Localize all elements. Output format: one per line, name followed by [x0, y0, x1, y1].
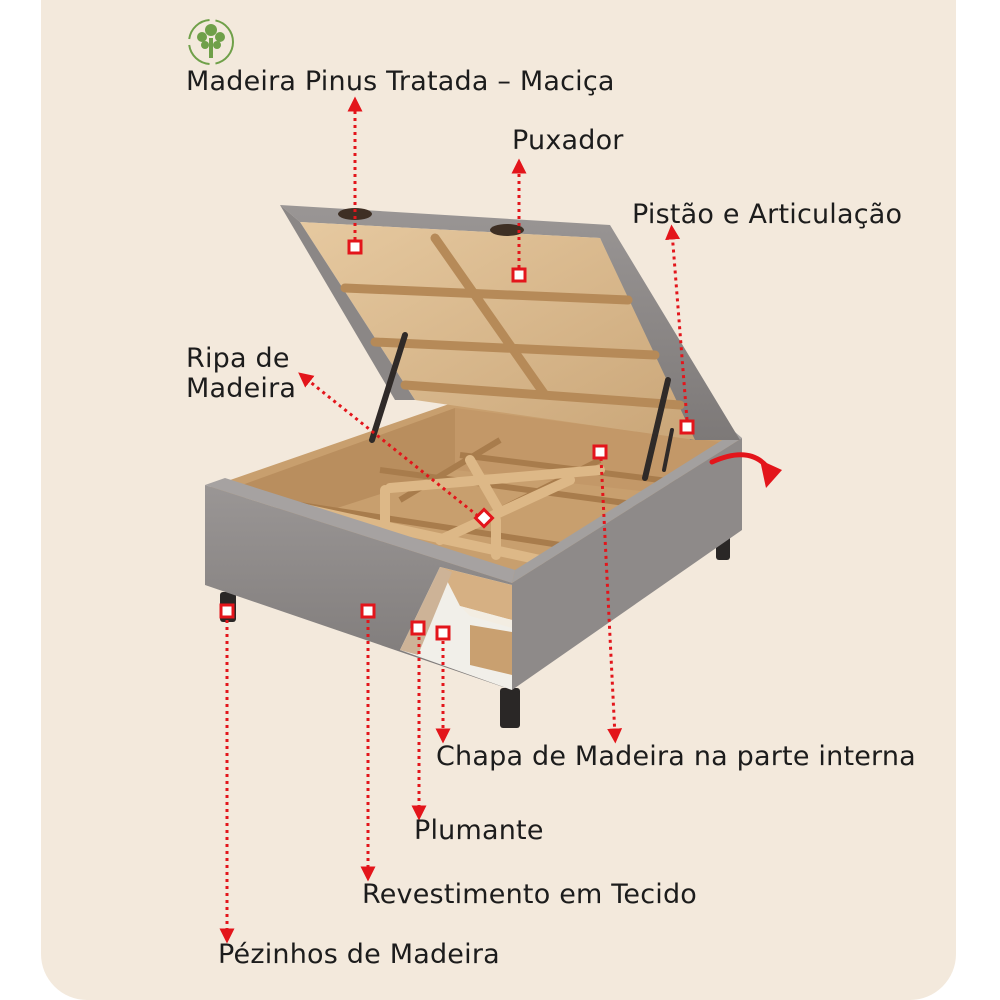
- marker-chapa-inner: [435, 625, 451, 641]
- label-chapa: Chapa de Madeira na parte interna: [436, 741, 916, 772]
- label-madeira-pinus: Madeira Pinus Tratada – Maciça: [186, 66, 615, 97]
- leader-ripa: [298, 372, 479, 518]
- label-pistao: Pistão e Articulação: [632, 199, 903, 230]
- marker-ripa: [473, 507, 495, 529]
- marker-plumante: [410, 620, 426, 636]
- leader-chapa: [599, 457, 623, 744]
- bed-base-box: [205, 402, 742, 690]
- label-plumante: Plumante: [414, 815, 544, 846]
- label-ripa: Ripa de Madeira: [186, 343, 297, 404]
- bed-lid: [280, 205, 740, 440]
- marker-madeira-pinus: [347, 239, 363, 255]
- gas-pistons: [369, 332, 674, 481]
- marker-puxador: [511, 267, 527, 283]
- marker-pezinhos: [219, 603, 235, 619]
- marker-revestimento: [360, 603, 376, 619]
- rotation-arrow-head: [760, 460, 782, 488]
- label-pezinhos: Pézinhos de Madeira: [218, 939, 500, 970]
- label-puxador: Puxador: [512, 125, 624, 156]
- label-revestimento: Revestimento em Tecido: [362, 879, 698, 910]
- marker-pistao: [679, 419, 695, 435]
- marker-chapa: [592, 444, 608, 460]
- eco-tree-icon: [188, 19, 234, 65]
